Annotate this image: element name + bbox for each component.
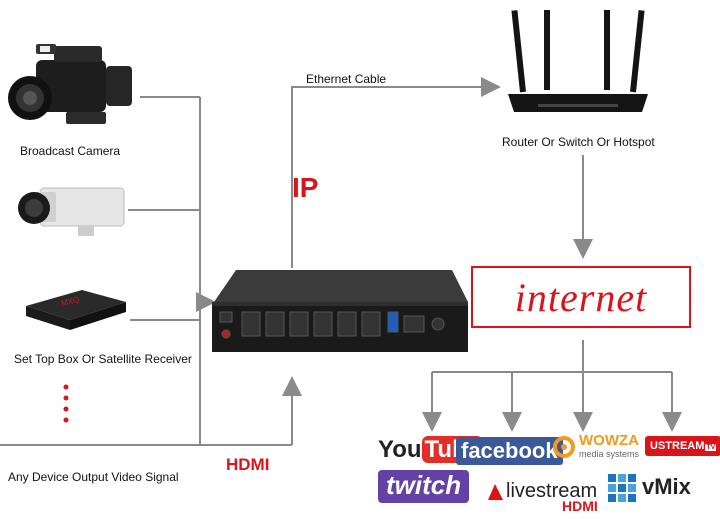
hdmi-input-label: HDMI [226, 455, 270, 474]
ustream-text: USTREAM [650, 440, 705, 452]
livestream-text: livestream [506, 480, 598, 502]
broadcast-camera-icon [8, 44, 132, 124]
livestream-icon [488, 484, 503, 500]
vmix-grid-icon [608, 474, 636, 502]
internet-label: internet [514, 275, 648, 320]
hdmi-platforms-label: HDMI [562, 498, 598, 514]
broadcast-camera-label: Broadcast Camera [20, 144, 121, 158]
facebook-logo: facebook [456, 437, 563, 465]
more-devices-dots [63, 384, 69, 423]
set-top-box-label: Set Top Box Or Satellite Receiver [14, 352, 192, 366]
twitch-logo: twitch [378, 470, 470, 503]
ustream-tv-text: TV [705, 444, 717, 451]
set-top-box-icon: MXQ [26, 290, 126, 330]
any-device-label: Any Device Output Video Signal [8, 470, 179, 484]
internet-box: internet [471, 266, 691, 328]
hdmi-encoder-icon [212, 270, 468, 352]
vmix-logo: vMix [642, 474, 691, 499]
svg-text:MXQ: MXQ [60, 295, 80, 308]
youtube-you-text: You [378, 436, 422, 463]
wowza-sub-text: media systems [579, 449, 640, 459]
ip-label: IP [292, 172, 319, 203]
wowza-text: WOWZA [579, 432, 639, 449]
ethernet-cable-label: Ethernet Cable [306, 72, 387, 86]
cctv-camera-icon [18, 187, 125, 236]
router-label: Router Or Switch Or Hotspot [502, 135, 655, 149]
wifi-router-icon [508, 10, 648, 112]
wowza-swirl-icon [553, 436, 575, 458]
